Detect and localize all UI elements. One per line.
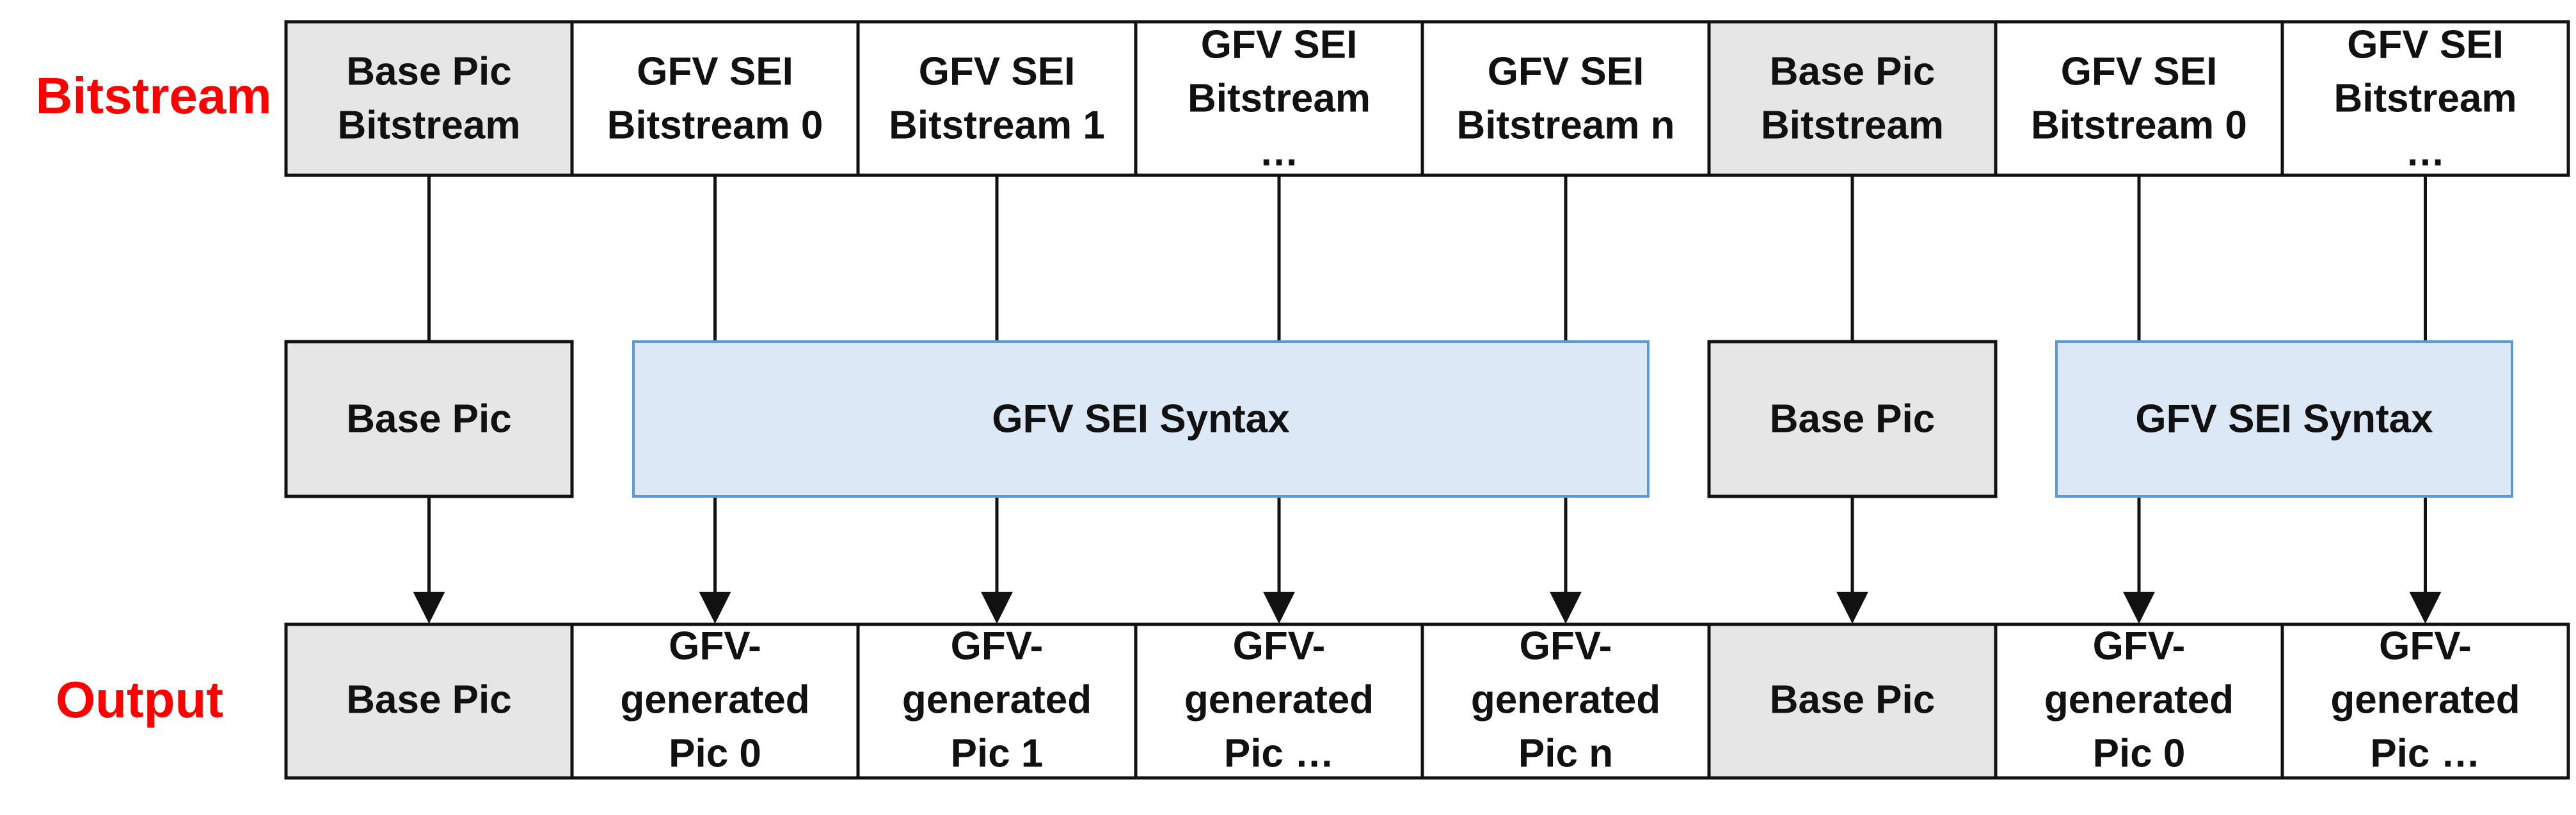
- gfv-generated-pic-cell: GFV-generatedPic …: [2280, 622, 2570, 780]
- output-cell-box: [1707, 622, 1998, 780]
- base-pic-box: Base Pic: [284, 340, 574, 498]
- bitstream-cell-3-line-0: GFV SEI: [1201, 22, 1358, 67]
- bitstream-cell-6-line-0: GFV SEI: [2061, 49, 2218, 93]
- bitstream-cell-1-line-1: Bitstream 0: [607, 103, 823, 147]
- bitstream-cell-7-line-0: GFV SEI: [2347, 22, 2504, 67]
- bitstream-cell-2-line-0: GFV SEI: [919, 49, 1076, 93]
- output-cell-6-line-0: GFV-: [2093, 624, 2186, 668]
- gfv-sei-bitstream-cell: GFV SEI Bitstream …: [1134, 20, 1424, 177]
- bitstream-cell-7-line-1: Bitstream: [2334, 76, 2517, 120]
- gfv-sei-bitstream-cell: GFV SEI Bitstream …: [2280, 20, 2570, 177]
- output-cell-box: [570, 622, 860, 780]
- output-cell-box: [1134, 622, 1424, 780]
- gfv-generated-pic-cell: GFV-generatedPic …: [1134, 622, 1424, 780]
- bitstream-cell-1-line-0: GFV SEI: [637, 49, 793, 93]
- base-pic-box: Base Pic: [1707, 340, 1998, 498]
- processing-box-label: Base Pic: [346, 397, 512, 441]
- output-cell-2-line-2: Pic 1: [951, 731, 1044, 775]
- bitstream-cell-5-line-0: Base Pic: [1770, 49, 1936, 93]
- output-cell-box: [1994, 622, 2284, 780]
- output-cell-5-line-0: Base Pic: [1770, 677, 1936, 722]
- bitstream-cell-box: [284, 20, 574, 177]
- bitstream-cell-box: [1994, 20, 2284, 177]
- bitstream-cell-7-line-2: …: [2406, 130, 2445, 174]
- bitstream-cell-3-line-1: Bitstream: [1188, 76, 1371, 120]
- bitstream-cell-box: [2280, 20, 2570, 177]
- output-cell-7-line-0: GFV-: [2379, 624, 2472, 668]
- bitstream-cell-5-line-1: Bitstream: [1761, 103, 1944, 147]
- output-cell-3-line-1: generated: [1184, 677, 1374, 722]
- bitstream-cell-box: [570, 20, 860, 177]
- output-cell-1-line-1: generated: [620, 677, 809, 722]
- output-cell-1-line-2: Pic 0: [669, 731, 761, 775]
- connectors: [413, 175, 2442, 624]
- bitstream-cell-3-line-2: …: [1259, 130, 1299, 174]
- processing-box: [1707, 340, 1998, 498]
- bitstream-cell-0-line-0: Base Pic: [346, 49, 512, 93]
- gfv-sei-bitstream-cell: GFV SEI Bitstream 0: [1994, 20, 2284, 177]
- output-cell-4-line-2: Pic n: [1518, 731, 1613, 775]
- output-cell-7-line-1: generated: [2330, 677, 2520, 722]
- bitstream-cell-4-line-0: GFV SEI: [1488, 49, 1644, 93]
- bitstream-cell-box: [856, 20, 1138, 177]
- output-cell-1-line-0: GFV-: [669, 624, 761, 668]
- bitstream-cell-box: [1420, 20, 1711, 177]
- base-pic-output-cell: Base Pic: [284, 622, 574, 780]
- bitstream-cell-2-line-1: Bitstream 1: [889, 103, 1105, 147]
- gfv-sei-bitstream-cell: GFV SEI Bitstream 0: [570, 20, 860, 177]
- output-cell-4-line-0: GFV-: [1520, 624, 1612, 668]
- bitstream-row-label: Bitstream: [35, 67, 271, 124]
- processing-box: [2055, 340, 2513, 498]
- bitstream-cell-box: [1134, 20, 1424, 177]
- output-cell-3-line-2: Pic …: [1224, 731, 1334, 775]
- base-pic-output-cell: Base Pic: [1707, 622, 1998, 780]
- output-cell-6-line-2: Pic 0: [2093, 731, 2186, 775]
- output-cell-box: [856, 622, 1138, 780]
- processing-row: Base Pic GFV SEI Syntax Base Pic GFV SEI Sy…: [284, 340, 2513, 498]
- output-cell-2-line-0: GFV-: [951, 624, 1044, 668]
- processing-box: [632, 340, 1650, 498]
- output-cell-0-line-0: Base Pic: [346, 677, 512, 722]
- output-cell-2-line-1: generated: [902, 677, 1092, 722]
- processing-box-label: Base Pic: [1770, 397, 1936, 441]
- gfv-sei-syntax-box: GFV SEI Syntax: [2055, 340, 2513, 498]
- processing-box-label: GFV SEI Syntax: [2135, 397, 2433, 441]
- gfv-sei-bitstream-cell: GFV SEI Bitstream n: [1420, 20, 1711, 177]
- output-cell-6-line-1: generated: [2044, 677, 2234, 722]
- bitstream-cell-0-line-1: Bitstream: [338, 103, 521, 147]
- processing-box: [284, 340, 574, 498]
- output-cell-4-line-1: generated: [1471, 677, 1660, 722]
- bitstream-cell-6-line-1: Bitstream 0: [2031, 103, 2247, 147]
- bitstream-cell-box: [1707, 20, 1998, 177]
- gfv-sei-bitstream-cell: GFV SEI Bitstream 1: [856, 20, 1138, 177]
- bitstream-cell-4-line-1: Bitstream n: [1456, 103, 1674, 147]
- output-cell-box: [1420, 622, 1711, 780]
- output-row-label: Output: [56, 671, 223, 728]
- output-cell-7-line-2: Pic …: [2370, 731, 2480, 775]
- output-cell-box: [2280, 622, 2570, 780]
- output-cell-3-line-0: GFV-: [1233, 624, 1326, 668]
- output-cell-box: [284, 622, 574, 780]
- gfv-sei-syntax-box: GFV SEI Syntax: [632, 340, 1650, 498]
- processing-box-label: GFV SEI Syntax: [992, 397, 1290, 441]
